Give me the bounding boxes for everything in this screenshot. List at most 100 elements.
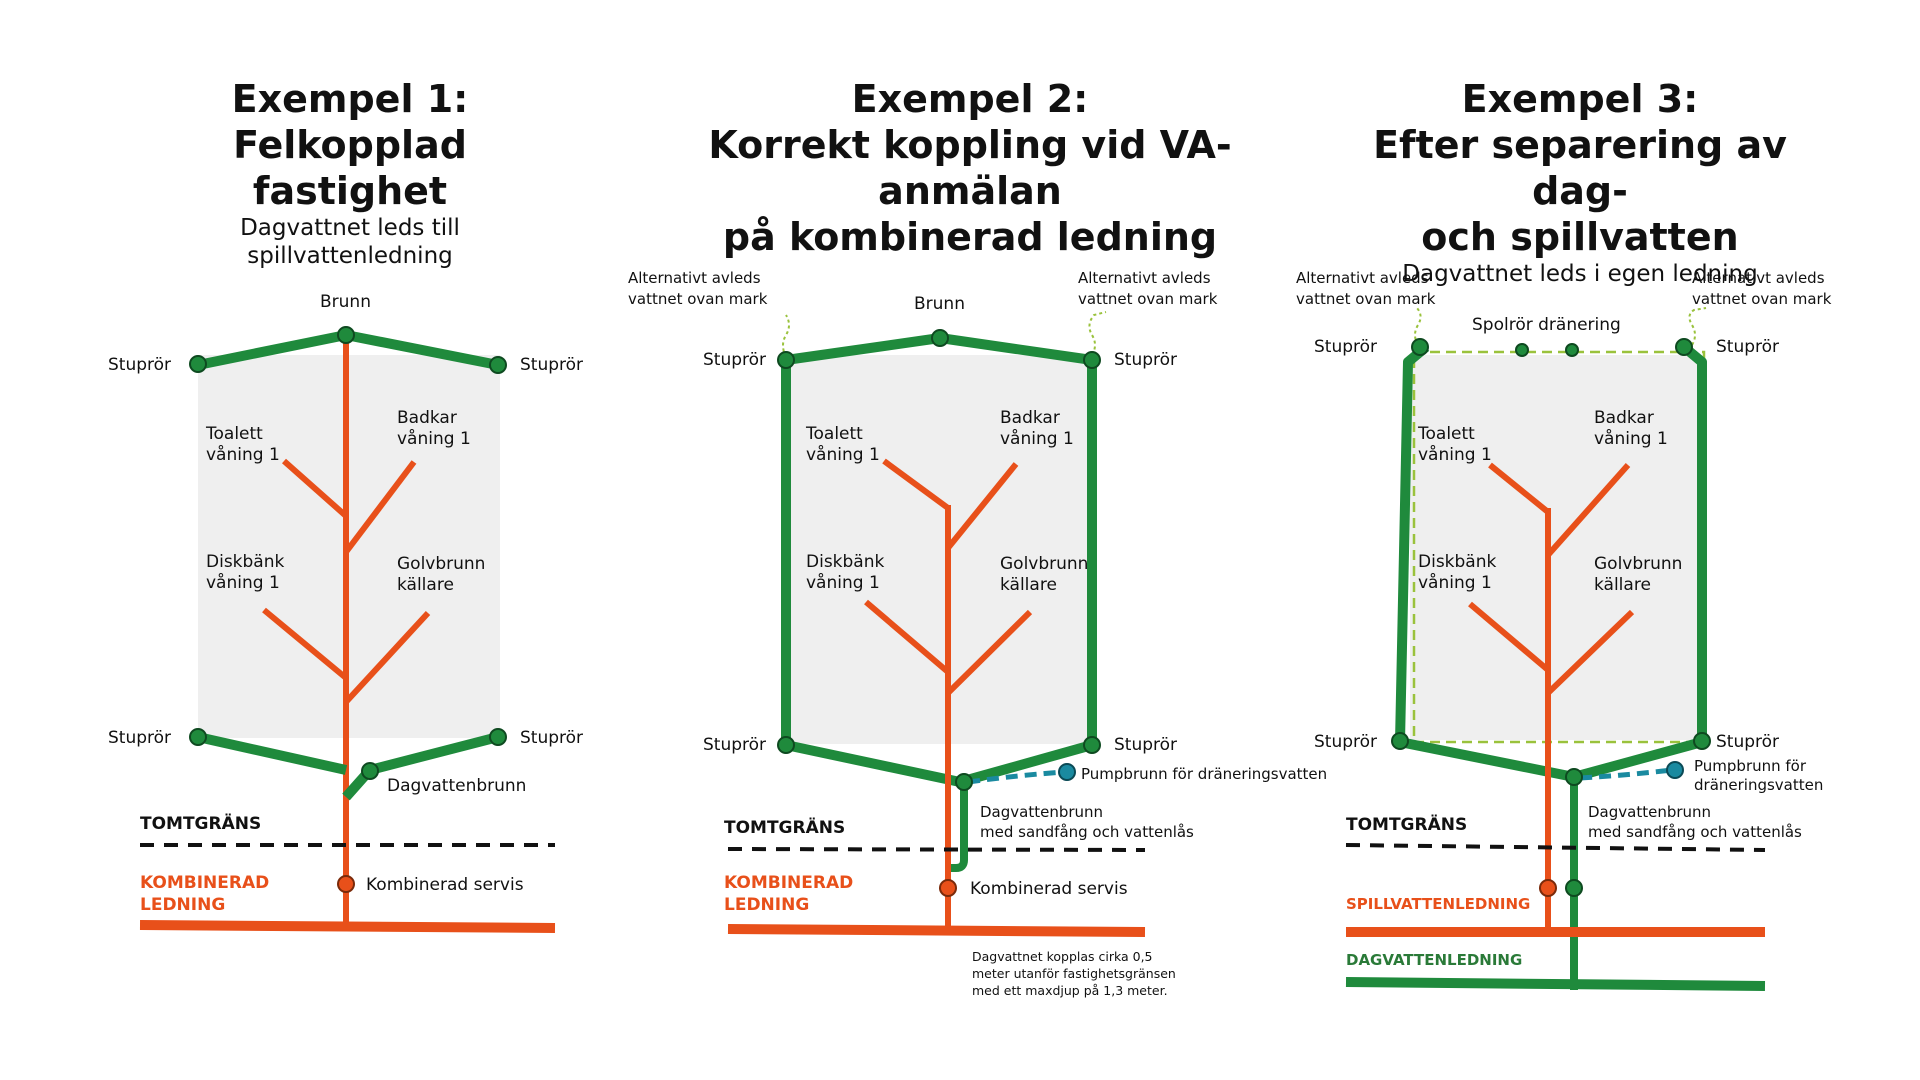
example2-note-line1: Dagvattnet kopplas cirka 0,5 [972,949,1153,964]
example2-tomtgrans-line [727,847,1146,852]
example1-dagvattenbrunn-label: Dagvattenbrunn [387,776,526,796]
example2-pumpbrunn-label: Pumpbrunn för dräneringsvatten [1081,765,1327,783]
example2-pump-line [967,769,1065,785]
example3-pumpbrunn-label-2: dräneringsvatten [1694,776,1823,794]
example2-dagvatten-pipe [948,782,968,872]
example3-stupror-node-tr [1675,338,1693,356]
example2-diagram: Alternativt avleds vattnet ovan mark Alt… [628,269,1327,998]
example3-tomtgrans-label: TOMTGRÄNS [1346,813,1467,835]
example3-spolror-node-2 [1565,343,1579,357]
example3-badkar-label-2: våning 1 [1594,428,1668,449]
example2-alt-squiggle-left [782,314,790,358]
example1-stupror-label-tl: Stuprör [108,355,171,375]
example2-alt-right-label-2: vattnet ovan mark [1078,290,1218,308]
example3-pumpbrunn-node [1666,761,1684,779]
example3-subtitle: Dagvattnet leds i egen ledning [1402,261,1758,287]
example3-title-line1: Exempel 3: [1461,77,1699,121]
example1-branch-badkar [343,460,417,554]
example2-stupror-label-tl: Stuprör [703,350,766,370]
example3-spolror-label: Spolrör dränering [1472,315,1621,335]
example2-title: Exempel 2: Korrekt koppling vid VA-anmäl… [640,76,1300,260]
example1-stupror-label-bl: Stuprör [108,728,171,748]
example1-golvbrunn-label-1: Golvbrunn [397,554,485,574]
example1-subtitle-line2: spillvattenledning [247,243,453,269]
example2-title-line1: Exempel 2: [851,77,1089,121]
example1-kombinerad-servis-node [337,875,355,893]
example1-kombinerad-label-2: LEDNING [140,895,225,915]
example1-dagvattenbrunn-node [361,762,379,780]
example2-note-line2: meter utanför fastighetsgränsen [972,966,1176,981]
example2-badkar-label-2: våning 1 [1000,428,1074,449]
example1-diagram: Brunn Stuprör Stuprör Stuprör Stuprör To… [108,292,583,933]
example2-dagvattenbrunn-label-2: med sandfång och vattenlås [980,823,1194,841]
example2-stupror-node-tl [777,351,795,369]
example1-brunn-label: Brunn [320,292,371,312]
example1-kombinerad-label-1: KOMBINERAD [140,873,269,893]
example2-diskbank-label-1: Diskbänk [806,552,884,572]
example3-spolror-node-1 [1515,343,1529,357]
example2-brunn-label: Brunn [914,294,965,314]
example3-diskbank-label-1: Diskbänk [1418,552,1496,572]
example3-dagvattenledning-label: DAGVATTENLEDNING [1346,951,1522,969]
example3-dagvattenbrunn-node [1565,768,1583,786]
example1-title-line1: Exempel 1: [231,77,469,121]
example2-stupror-label-tr: Stuprör [1114,350,1177,370]
example3-alt-squiggle-right [1688,307,1707,346]
example3-badkar-label-1: Badkar [1594,408,1654,428]
example2-alt-right-label-1: Alternativt avleds [1078,269,1211,287]
example1-diskbank-label-2: våning 1 [206,572,280,593]
example1-stupror-node-tl [189,355,207,373]
example2-branch-toalett [882,458,950,511]
example2-kombinerad-servis-node [939,879,957,897]
example1-toalett-label-1: Toalett [205,424,263,444]
example2-title-line3: på kombinerad ledning [722,215,1218,259]
example1-branch-golvbrunn [343,610,431,705]
example3-stupror-node-bl [1391,732,1409,750]
example3-branch-toalett [1488,462,1550,515]
example3-pumpbrunn-label-1: Pumpbrunn för [1694,757,1807,775]
example1-title-line2: Felkopplad fastighet [233,123,467,213]
example1-stupror-label-br: Stuprör [520,728,583,748]
example3-stupror-node-tl [1411,338,1429,356]
example3-golvbrunn-label-2: källare [1594,575,1651,595]
example3-alt-right-label-2: vattnet ovan mark [1692,290,1832,308]
example2-stupror-label-br: Stuprör [1114,735,1177,755]
example2-kombinerad-label-2: LEDNING [724,895,809,915]
example2-lower-gutter-left [784,740,962,787]
example2-brunn-node [931,329,949,347]
example3-lower-gutter-right [1572,737,1704,782]
example2-alt-squiggle-right [1088,311,1107,356]
example1-lower-gutter-right [368,732,500,775]
example3-diagram: Alternativt avleds vattnet ovan mark Alt… [1296,269,1832,991]
example3-alt-squiggle-left [1414,306,1422,346]
example2-lower-gutter-right [958,740,1094,787]
example2-tomtgrans-label: TOMTGRÄNS [724,816,845,838]
example1-kombinerad-ledning-pipe [139,920,556,933]
example3-toalett-label-1: Toalett [1417,424,1475,444]
example1-brunn-node [337,326,355,344]
example3-alt-right-label-1: Alternativt avleds [1692,269,1825,287]
example2-stupror-node-bl [777,736,795,754]
example3-stupror-label-bl: Stuprör [1314,732,1377,752]
example3-alt-left-label-2: vattnet ovan mark [1296,290,1436,308]
example3-branch-diskbank [1468,601,1550,673]
example2-toalett-label-1: Toalett [805,424,863,444]
example2-diskbank-label-2: våning 1 [806,572,880,593]
example3-pump-line [1579,767,1673,781]
example3-stupror-node-br [1693,732,1711,750]
example3-spillvattenledning-label: SPILLVATTENLEDNING [1346,895,1530,913]
example3-branch-badkar [1545,463,1631,557]
example3-dagvattenbrunn-label-2: med sandfång och vattenlås [1588,823,1802,841]
example1-badkar-label-2: våning 1 [397,428,471,449]
example2-pumpbrunn-node [1058,763,1076,781]
example1-diskbank-label-1: Diskbänk [206,552,284,572]
example2-badkar-label-1: Badkar [1000,408,1060,428]
example2-branch-golvbrunn [945,609,1033,696]
example2-house [786,355,1092,744]
example3-alt-left-label-1: Alternativt avleds [1296,269,1429,287]
example1-subtitle-line1: Dagvattnet leds till [240,215,460,241]
example3-diskbank-label-2: våning 1 [1418,572,1492,593]
example3-branch-golvbrunn [1545,609,1635,696]
example3-title: Exempel 3: Efter separering av dag- och … [1320,76,1840,288]
